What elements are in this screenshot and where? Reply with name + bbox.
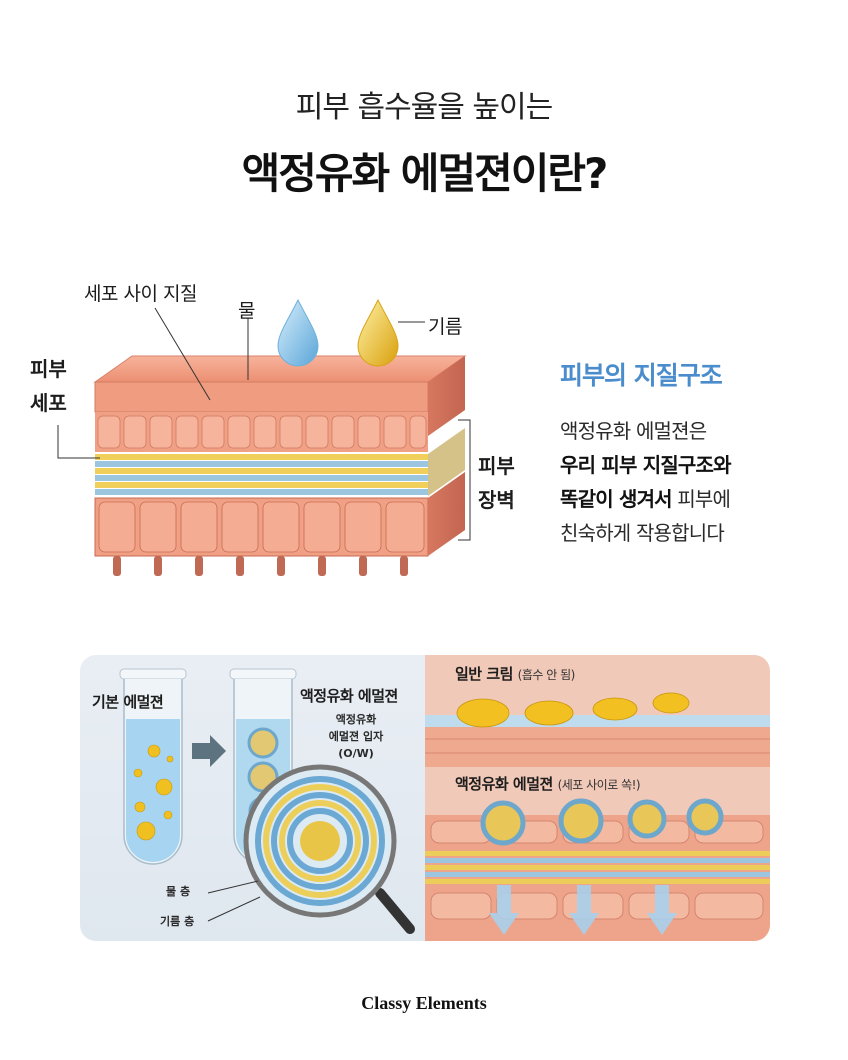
leader-lines [57,307,471,541]
info-line-2-bold: 우리 피부 지질구조와 [560,453,732,477]
header: 피부 흡수율을 높이는 액정유화 에멀젼이란? [0,82,848,201]
label-skin-cell-line2: 세포 [30,391,67,415]
oil-droplet [357,298,399,367]
info-line-3-rest: 피부에 [671,487,731,511]
label-skin-barrier: 피부 장벽 [478,449,515,517]
brand-footer: Classy Elements [361,993,487,1013]
label-lc-emulsion: 액정유화 에멀젼 [300,687,398,705]
arrow-right-icon [192,735,226,767]
label-particle: 액정유화 에멀젼 입자 (O/W) [310,711,402,762]
basic-emulsion-tube [119,668,187,865]
label-water: 물 [238,300,255,322]
label-particle-line1: 액정유화 [335,713,377,726]
skin-structure-diagram [57,298,471,576]
subtitle: 피부 흡수율을 높이는 [295,90,553,125]
label-lc-absorption: 액정유화 에멀젼 (세포 사이로 쏙!) [455,773,641,794]
lipid-layers [95,428,465,496]
label-particle-line3: (O/W) [338,747,374,760]
skin-cell-row [95,412,428,452]
water-droplet [277,298,319,367]
label-oil-layer: 기름 층 [160,915,195,928]
label-skin-barrier-line1: 피부 [478,454,515,478]
absorption-illustration [425,692,770,941]
info-block: 피부의 지질구조 액정유화 에멀젼은 우리 피부 지질구조와 똑같이 생겨서 피… [560,356,830,550]
comparison-panel: 기본 에멀젼 액정유화 에멀젼 액정유화 에멀젼 입자 (O/W) 물 층 기름… [80,655,770,941]
label-water-layer: 물 층 [166,885,191,898]
info-line-3: 똑같이 생겨서 피부에 [560,482,830,516]
info-line-4: 친숙하게 작용합니다 [560,521,725,545]
test-tubes-illustration [119,668,415,934]
magnifier-icon [243,764,415,934]
lc-emulsion-note: (세포 사이로 쏙!) [557,778,641,792]
emulsion-comparison: 기본 에멀젼 액정유화 에멀젼 액정유화 에멀젼 입자 (O/W) 물 층 기름… [80,655,425,941]
label-skin-barrier-line2: 장벽 [478,488,515,512]
label-intercellular-lipid: 세포 사이 지질 [84,283,197,305]
general-cream-bold: 일반 크림 [455,665,513,683]
general-cream-note: (흡수 안 됨) [517,668,576,682]
label-skin-cell: 피부 세포 [30,352,67,420]
label-basic-emulsion: 기본 에멀젼 [92,693,164,711]
absorption-comparison: 일반 크림 (흡수 안 됨) 액정유화 에멀젼 (세포 사이로 쏙!) [425,655,770,941]
page-title: 액정유화 에멀젼이란? [241,149,609,198]
label-particle-line2: 에멀젼 입자 [328,730,384,743]
label-skin-cell-line1: 피부 [30,357,67,381]
label-general-cream: 일반 크림 (흡수 안 됨) [455,663,575,684]
cream-oil-drops [456,692,690,728]
info-line-2: 우리 피부 지질구조와 [560,448,830,482]
lc-particles [480,798,724,846]
absorption-arrow-icons [489,885,677,935]
info-title: 피부의 지질구조 [560,361,723,390]
basal-cell-row [94,472,465,576]
info-line-3-bold: 똑같이 생겨서 [560,487,673,511]
lc-emulsion-bold: 액정유화 에멀젼 [455,775,553,793]
info-line-1: 액정유화 에멀젼은 [560,419,707,443]
label-oil: 기름 [428,316,462,338]
